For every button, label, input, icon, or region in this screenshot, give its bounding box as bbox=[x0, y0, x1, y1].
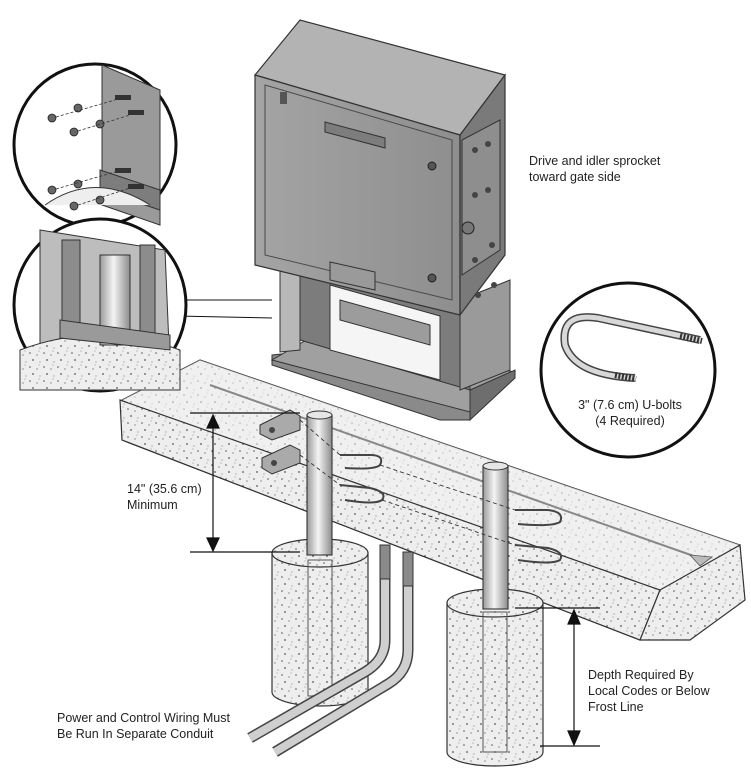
post-right bbox=[482, 461, 509, 610]
drive-sprocket-line-1: Drive and idler sprocket bbox=[529, 154, 661, 168]
depth-line-2: Local Codes or Below bbox=[588, 684, 710, 698]
conduit-line-1: Power and Control Wiring Must bbox=[57, 711, 230, 725]
min-height-dimension bbox=[190, 412, 300, 553]
operator-cabinet bbox=[253, 19, 507, 317]
mounting-brackets bbox=[259, 409, 301, 475]
conduits bbox=[247, 544, 414, 757]
depth-label: Depth Required By Local Codes or Below F… bbox=[588, 667, 710, 715]
min-height-line-1: 14" (35.6 cm) bbox=[127, 482, 202, 496]
drive-sprocket-line-2: toward gate side bbox=[529, 170, 621, 184]
min-height-label: 14" (35.6 cm) Minimum bbox=[127, 481, 202, 513]
depth-line-1: Depth Required By bbox=[588, 668, 694, 682]
u-bolts-line-2: (4 Required) bbox=[595, 414, 665, 428]
footing-right bbox=[446, 588, 544, 767]
u-bolts-label: 3" (7.6 cm) U-bolts (4 Required) bbox=[560, 397, 700, 429]
depth-line-3: Frost Line bbox=[588, 700, 644, 714]
depth-dimension bbox=[515, 607, 600, 747]
min-height-line-2: Minimum bbox=[127, 498, 178, 512]
drive-sprocket-label: Drive and idler sprocket toward gate sid… bbox=[529, 153, 660, 185]
detail-circle-u-bolt bbox=[539, 281, 717, 459]
leader-line bbox=[506, 150, 520, 160]
bolt-guide-lines bbox=[299, 419, 516, 546]
post-left bbox=[306, 410, 333, 556]
conduit-line-2: Be Run In Separate Conduit bbox=[57, 727, 214, 741]
detail-circle-mounting-bolts bbox=[12, 62, 178, 228]
cabinet-stand bbox=[270, 264, 517, 422]
u-bolts-line-1: 3" (7.6 cm) U-bolts bbox=[578, 398, 682, 412]
detail-circle-post-bracket bbox=[12, 217, 273, 393]
conduit-label: Power and Control Wiring Must Be Run In … bbox=[57, 710, 230, 742]
